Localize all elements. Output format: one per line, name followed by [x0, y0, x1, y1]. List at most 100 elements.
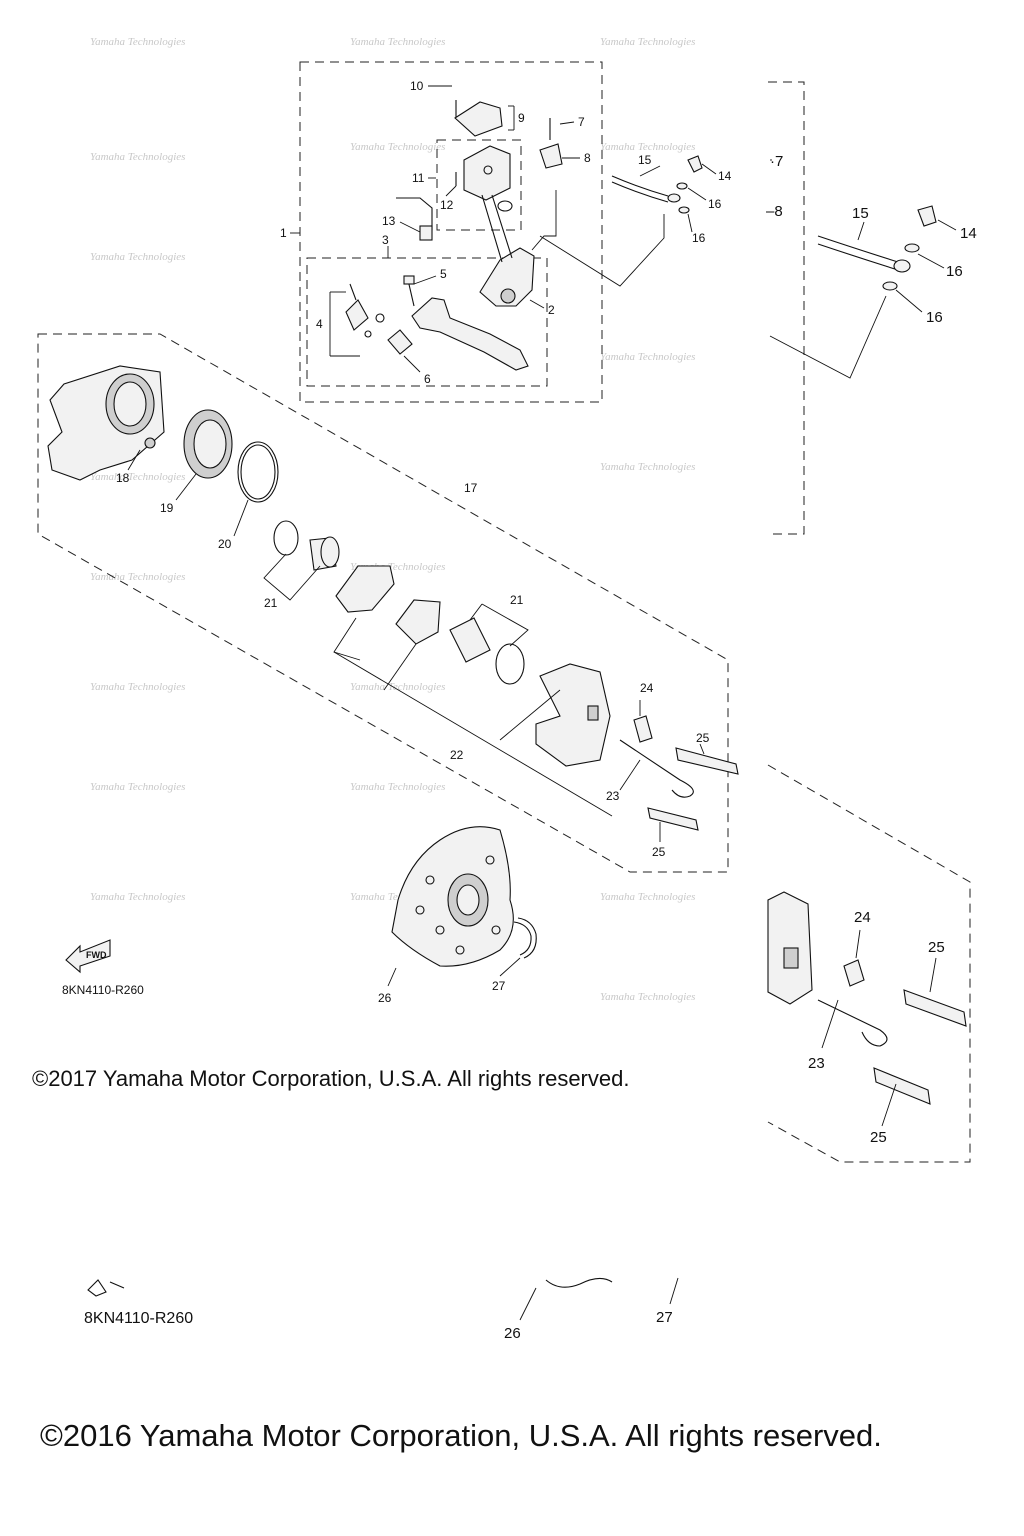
watermark: Yamaha Technologies	[600, 991, 695, 1003]
callout-5: 5	[440, 267, 447, 281]
watermark: Yamaha Technologies	[90, 781, 185, 793]
callout-1: 1	[280, 226, 287, 240]
master-cylinder-holder	[539, 143, 563, 169]
watermark: Yamaha Technologies	[90, 151, 185, 163]
piston	[449, 617, 491, 663]
master-cylinder-assembly	[345, 100, 563, 371]
brake-hose-assembly	[611, 155, 937, 291]
callout-9: 9	[518, 111, 525, 125]
caliper-bolt-detail	[903, 989, 967, 1027]
detail-callout-26: 26	[504, 1325, 521, 1342]
detail-caliper-box	[767, 764, 971, 1163]
callout-27: 27	[492, 979, 506, 993]
detail-callout-24: 24	[854, 909, 871, 926]
callout-4: 4	[316, 317, 323, 331]
callout-14: 14	[718, 169, 732, 183]
caliper-bolt	[675, 747, 739, 775]
callout-20: 20	[218, 537, 232, 551]
callout-21: 21	[510, 593, 524, 607]
callout-15: 15	[638, 153, 652, 167]
copyright-2017: ©2017 Yamaha Motor Corporation, U.S.A. A…	[32, 1066, 630, 1091]
callout-7: 7	[578, 115, 585, 129]
drawing-code: 8KN4110-R260	[62, 983, 144, 997]
watermark-layer: Yamaha Technologies Yamaha Technologies …	[90, 36, 695, 1003]
bleeder	[633, 715, 653, 743]
callout-3: 3	[382, 233, 389, 247]
group-outlines	[37, 61, 971, 1163]
watermark: Yamaha Technologies	[90, 251, 185, 263]
detail-caliper	[767, 891, 967, 1105]
callout-10: 10	[410, 79, 424, 93]
callout-8: 8	[584, 151, 591, 165]
brake-hose-detail	[817, 235, 899, 263]
caliper-bolt-detail	[873, 1067, 931, 1105]
callout-22: 22	[450, 748, 464, 762]
bleeder-detail	[843, 959, 865, 987]
circlip	[517, 917, 537, 959]
caliper-group-box	[37, 333, 729, 873]
detail-callout-27: 27	[656, 1309, 673, 1326]
detail-callout-25: 25	[928, 939, 945, 956]
callout-19: 19	[160, 501, 174, 515]
detail-callout-8: –8	[766, 203, 783, 220]
pad-pin	[619, 739, 694, 798]
watermark: Yamaha Technologies	[350, 36, 445, 48]
brake-pad	[395, 599, 441, 645]
detail-callout-14: 14	[960, 225, 977, 242]
brake-disc-fragment	[545, 1277, 613, 1288]
watermark: Yamaha Technologies	[600, 351, 695, 363]
brake-disc-assembly	[391, 826, 613, 1288]
watermark: Yamaha Technologies	[600, 891, 695, 903]
leader-lines	[127, 85, 957, 1321]
fwd-label: FWD	[86, 950, 107, 960]
drawing-code-repeat: 8KN4110-R260	[84, 1310, 194, 1327]
copyright-2016: ©2016 Yamaha Motor Corporation, U.S.A. A…	[40, 1418, 882, 1453]
callout-2: 2	[548, 303, 555, 317]
watermark: Yamaha Technologies	[90, 36, 185, 48]
watermark: Yamaha Technologies	[600, 141, 695, 153]
watermark: Yamaha Technologies	[600, 461, 695, 473]
watermark: Yamaha Technologies	[350, 681, 445, 693]
watermark: Yamaha Technologies	[350, 141, 445, 153]
fwd-arrow-fragment-icon	[87, 1279, 125, 1297]
callout-11: 11	[412, 171, 425, 185]
reservoir-group-box	[436, 139, 522, 231]
detail-callout-25: 25	[870, 1129, 887, 1146]
adjuster	[345, 299, 369, 331]
watermark: Yamaha Technologies	[90, 681, 185, 693]
brake-pad	[335, 565, 395, 613]
callout-16: 16	[692, 231, 706, 245]
detail-callout-23: 23	[808, 1055, 825, 1072]
brake-lever	[411, 297, 529, 371]
detail-callout-16: 16	[946, 263, 963, 280]
fwd-arrow-icon: FWD	[65, 939, 111, 974]
seal-ring	[237, 441, 279, 503]
piston-ring	[273, 520, 299, 556]
caliper-assembly	[47, 365, 739, 831]
callout-23: 23	[606, 789, 620, 803]
callout-25: 25	[696, 731, 710, 745]
lever-group-box	[306, 257, 548, 387]
detail-callout-15: 15	[852, 205, 869, 222]
brake-hose	[611, 175, 669, 197]
detail-caliper-labels: 23 24 25 25	[808, 909, 945, 1146]
callout-25: 25	[652, 845, 666, 859]
callout-18: 18	[116, 471, 130, 485]
callout-26: 26	[378, 991, 392, 1005]
master-cylinder-body	[479, 247, 535, 307]
callout-12: 12	[440, 198, 454, 212]
detail-callout-7: ·7	[770, 153, 783, 170]
watermark: Yamaha Technologies	[600, 36, 695, 48]
watermark: Yamaha Technologies	[90, 471, 185, 483]
watermark: Yamaha Technologies	[350, 781, 445, 793]
watermark: Yamaha Technologies	[90, 891, 185, 903]
callout-6: 6	[424, 372, 431, 386]
lever-holder	[387, 329, 413, 355]
callout-16: 16	[708, 197, 722, 211]
caliper-bolt	[647, 807, 699, 831]
caliper-half	[535, 663, 611, 767]
watermark: Yamaha Technologies	[90, 571, 185, 583]
callout-21: 21	[264, 596, 278, 610]
callout-17: 17	[464, 481, 478, 495]
